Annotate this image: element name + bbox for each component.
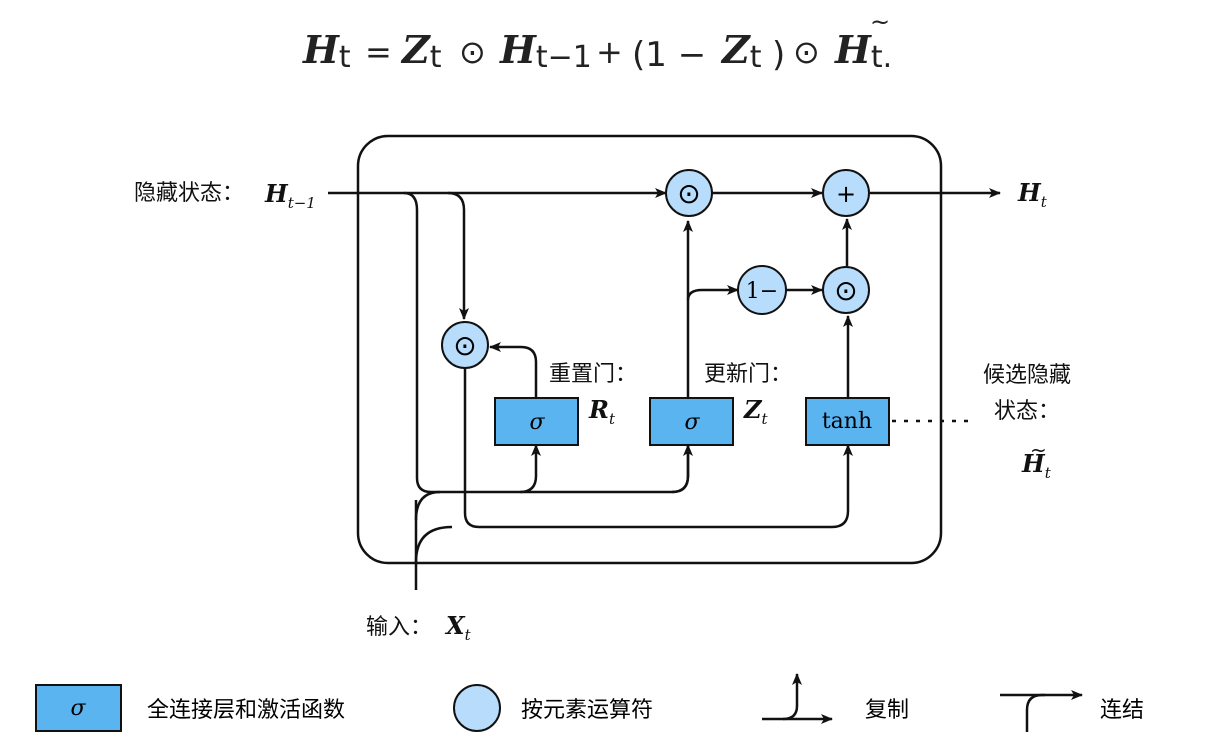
- svg-text:Zt: Zt: [400, 27, 442, 75]
- candidate-label-line2: 状态：: [994, 399, 1060, 424]
- eq-hprev-symbol: H: [499, 27, 537, 72]
- x-sub: t: [465, 626, 472, 644]
- hout-sub: t: [1041, 193, 1048, 211]
- z-sub: t: [762, 410, 769, 428]
- gru-cell-frame: [356, 134, 943, 565]
- eq-equals: =: [365, 33, 392, 71]
- odot-mid-symbol: ⊙: [834, 274, 857, 307]
- svg-text:Zt: Zt: [720, 27, 762, 75]
- sigma-reset-to-reset-odot: [489, 342, 538, 398]
- r-symbol: R: [588, 395, 609, 424]
- tanh-label: tanh: [822, 409, 872, 434]
- hidden-state-prefix: 隐藏状态：: [134, 181, 244, 206]
- plus-symbol: +: [836, 180, 856, 208]
- eq-hprev-sub: t−1: [536, 40, 592, 75]
- legend: σ 全连接层和激活函数 按元素运算符 复制 连结: [35, 673, 1144, 732]
- reset-gate-label: 重置门：: [549, 362, 637, 387]
- svg-text:Ht.: Ht.: [834, 27, 892, 75]
- input-curve-to-tanh-rail: [414, 525, 453, 563]
- sigma-update-box: σ: [649, 397, 734, 446]
- eq-z-sub: t: [430, 40, 442, 75]
- legend-concat-icon: [1025, 690, 1083, 732]
- legend-fc-symbol: σ: [70, 696, 86, 721]
- update-to-one-minus: [686, 285, 739, 301]
- legend-fc-item: σ 全连接层和激活函数: [35, 684, 345, 732]
- z-symbol: Z: [743, 395, 763, 424]
- odot-top-node: ⊙: [665, 169, 713, 217]
- legend-elementwise-item: 按元素运算符: [453, 684, 653, 732]
- hout-symbol: H: [1017, 178, 1042, 207]
- svg-text:Ht−1: Ht−1: [264, 179, 316, 212]
- svg-text:Xt: Xt: [444, 611, 472, 644]
- eq-plus: +: [596, 33, 623, 71]
- eq-z2-symbol: Z: [720, 27, 751, 72]
- tanh-box: tanh: [805, 397, 890, 446]
- equation: Ht = Zt ⊙ Ht−1 + (1 − Zt ) ⊙ Ht. ~: [302, 8, 892, 75]
- input-curve-to-gates-rail: [414, 490, 441, 521]
- eq-one-minus-open: (1 −: [632, 35, 706, 75]
- cand-symbol: H: [1021, 449, 1046, 478]
- connections: [328, 188, 1001, 590]
- eq-period: .: [883, 40, 893, 75]
- update-gate-label: 更新门：: [704, 362, 792, 387]
- odot-mid-node: ⊙: [822, 266, 870, 314]
- legend-concat-item: 连结: [1000, 690, 1144, 732]
- odot-reset-node: ⊙: [441, 321, 489, 369]
- odot-top-symbol: ⊙: [677, 177, 700, 210]
- svg-text:Ht−1: Ht−1: [499, 27, 592, 75]
- eq-z-symbol: Z: [400, 27, 431, 72]
- eq-z2-sub: t: [750, 40, 762, 75]
- eq-hcand-sub: t: [871, 40, 883, 75]
- rail-to-sigma-update: [671, 444, 693, 494]
- eq-h-sub: t: [339, 40, 351, 75]
- x-symbol: X: [444, 611, 466, 640]
- svg-text:Ht: Ht: [1017, 178, 1048, 211]
- eq-close-paren: ): [772, 35, 785, 75]
- hprev-to-reset-odot: [447, 191, 469, 320]
- eq-odot-1: ⊙: [459, 33, 486, 71]
- sigma-reset-box: σ: [494, 397, 579, 446]
- candidate-label-line1: 候选隐藏: [983, 363, 1071, 388]
- labels: 隐藏状态： Ht−1 Ht 重置门： Rt 更新门： Zt 候选隐藏 状态： ~…: [134, 178, 1071, 644]
- legend-circle-icon: [453, 684, 501, 732]
- input-prefix: 输入：: [366, 615, 432, 640]
- eq-odot-2: ⊙: [793, 33, 820, 71]
- sigma-reset-label: σ: [529, 410, 545, 435]
- rail-to-sigma-reset: [519, 444, 541, 494]
- svg-text:Ht: Ht: [1021, 449, 1052, 482]
- reset-odot-to-tanh-rail: [463, 368, 853, 529]
- cand-sub: t: [1045, 464, 1052, 482]
- svg-text:Rt: Rt: [588, 395, 616, 428]
- odot-reset-symbol: ⊙: [453, 329, 476, 362]
- legend-elementwise-label: 按元素运算符: [521, 698, 653, 723]
- candidate-tilde: ~: [1030, 438, 1047, 462]
- one-minus-node: 1−: [737, 265, 787, 315]
- svg-text:Zt: Zt: [743, 395, 769, 428]
- legend-fc-label: 全连接层和激活函数: [147, 698, 345, 723]
- sigma-update-label: σ: [684, 410, 700, 435]
- legend-copy-label: 复制: [865, 698, 909, 723]
- svg-text:Ht: Ht: [302, 27, 351, 75]
- eq-hcand-tilde: ~: [870, 8, 890, 36]
- hprev-sub: t−1: [288, 194, 316, 212]
- hprev-symbol: H: [264, 179, 289, 208]
- one-minus-symbol: 1−: [746, 279, 778, 304]
- plus-top-node: +: [822, 169, 870, 217]
- r-sub: t: [609, 410, 616, 428]
- legend-copy-item: 复制: [762, 673, 909, 724]
- legend-concat-label: 连结: [1100, 698, 1144, 723]
- eq-hcand-symbol: H: [834, 27, 872, 72]
- eq-h-symbol: H: [302, 27, 340, 72]
